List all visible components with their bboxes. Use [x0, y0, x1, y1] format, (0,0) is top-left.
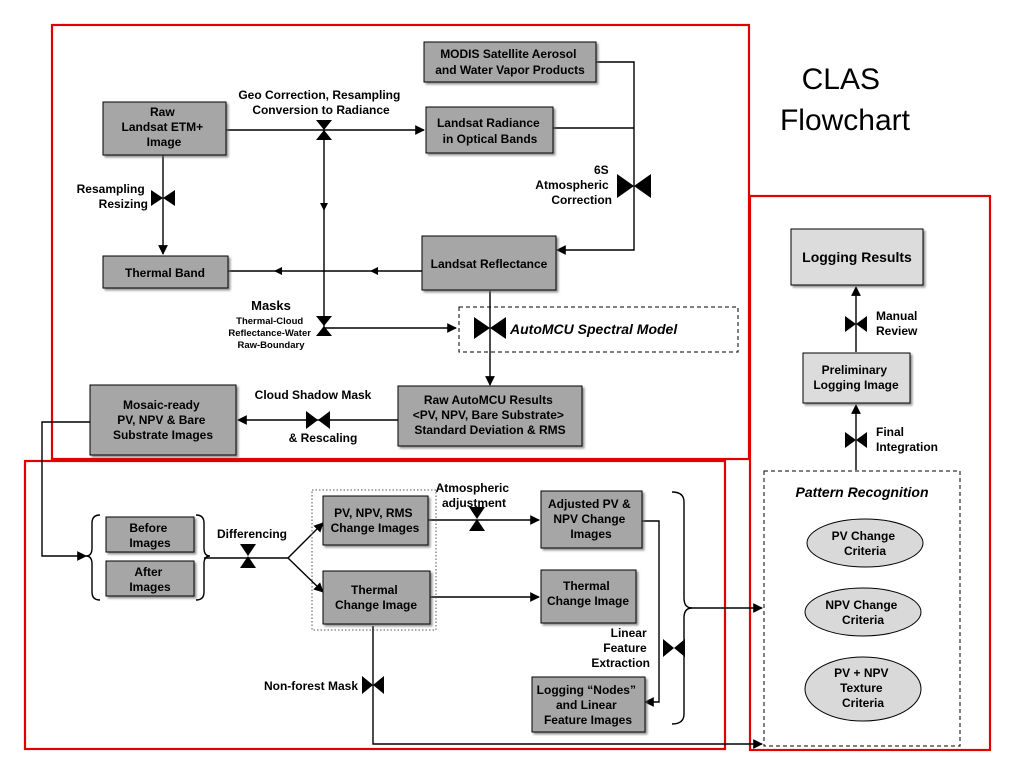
resampling-valve — [151, 190, 175, 206]
pv-change-criteria: PV Change Criteria — [806, 518, 924, 568]
landsat-radiance-box: Landsat Radiance in Optical Bands — [425, 106, 554, 154]
change-images-group — [311, 489, 437, 631]
linear-feature-label: Linear Feature Extraction — [591, 626, 650, 670]
automcu-dashed-frame — [458, 306, 739, 353]
resampling-label: Resampling Resizing — [77, 182, 148, 211]
bowties — [151, 120, 867, 694]
atm-adjust-valve — [469, 507, 485, 531]
masks-valve — [316, 316, 332, 336]
thermal-band-box: Thermal Band — [102, 255, 229, 289]
nonforest-valve — [362, 676, 384, 694]
rescaling-label: & Rescaling — [289, 431, 358, 445]
automcu-valve — [474, 317, 506, 339]
modis-box: MODIS Satellite Aerosol and Water Vapor … — [423, 41, 597, 83]
raw-landsat-box: Raw Landsat ETM+ Image — [102, 101, 227, 156]
cloud-shadow-valve — [306, 411, 330, 429]
before-images-box: Before Images — [105, 516, 195, 553]
svg-text:MODIS Satellite Aerosol: MODIS Satellite Aerosol and Water Vapor … — [435, 47, 585, 77]
linear-feature-valve — [663, 639, 685, 657]
final-integration-label: Final Integration — [876, 425, 938, 454]
connectors — [41, 61, 861, 749]
pattern-region — [748, 194, 992, 752]
svg-text:Mosaic-ready PV, NPV & B: Mosaic-ready PV, NPV & Bare Substrate Im… — [113, 398, 213, 442]
cloud-shadow-label: Cloud Shadow Mask — [255, 388, 372, 402]
preliminary-logging-box: Preliminary Logging Image — [802, 352, 911, 404]
geo-correction-label: Geo Correction, Resampling Conversion to… — [238, 88, 403, 117]
thermal-change-out-box: Thermal Change Image — [540, 569, 637, 624]
svg-text:AutoMCU Spectral Model: AutoMCU Spectral Model — [509, 321, 678, 337]
svg-text:Adjusted PV & NPV Change: Adjusted PV & NPV Change Images — [548, 497, 634, 541]
manual-review-label: Manual Review — [876, 309, 921, 338]
svg-text:Thermal Change Image: Thermal Change Image — [335, 583, 417, 612]
svg-text:Thermal Band: Thermal Band — [125, 266, 205, 280]
pv-npv-rms-box: PV, NPV, RMS Change Images — [322, 495, 429, 546]
masks-label: Thermal-Cloud Reflectance-Water Raw-Boun… — [228, 316, 313, 351]
sixs-valve — [617, 174, 651, 198]
pattern-recognition-title: Pattern Recognition — [795, 484, 928, 500]
landsat-reflectance-box: Landsat Reflectance — [421, 235, 557, 291]
svg-text:After Images: After Images — [129, 565, 171, 594]
braces — [85, 491, 693, 725]
svg-text:NPV Change Criteria: NPV Change Criteria — [825, 598, 900, 627]
svg-text:Before Images: Before Images — [129, 521, 171, 550]
atmospheric-adjustment-label: Atmospheric adjustment — [436, 481, 513, 510]
svg-text:PV Change Criteria: PV Change Criteria — [832, 529, 899, 558]
svg-text:PV + NPV Texture C: PV + NPV Texture Criteria — [834, 666, 892, 710]
flowchart-title: CLAS Flowchart — [780, 63, 911, 137]
masks-title: Masks — [251, 298, 291, 313]
final-integration-valve — [845, 432, 867, 448]
pattern-recognition-frame — [763, 470, 961, 747]
svg-text:Raw AutoMCU Results <PV,: Raw AutoMCU Results <PV, NPV, Bare Subst… — [413, 393, 568, 437]
svg-text:Logging “Nodes” and Line: Logging “Nodes” and Linear Feature Image… — [537, 683, 640, 727]
geo-correction-valve — [316, 120, 332, 140]
npv-change-criteria: NPV Change Criteria — [804, 587, 922, 637]
adjusted-pv-npv-box: Adjusted PV & NPV Change Images — [540, 490, 643, 549]
svg-text:Thermal Change Image: Thermal Change Image — [547, 579, 629, 608]
thermal-change-box: Thermal Change Image — [322, 570, 431, 625]
svg-text:Preliminary Logging Imag: Preliminary Logging Image — [813, 363, 899, 392]
svg-text:Logging Results: Logging Results — [802, 249, 912, 265]
change-detection-region — [23, 459, 727, 751]
svg-text:Landsat Reflectance: Landsat Reflectance — [431, 257, 548, 271]
automcu-spectral-model: AutoMCU Spectral Model — [509, 321, 678, 337]
differencing-valve — [240, 544, 256, 568]
manual-review-valve — [845, 316, 867, 332]
svg-text:PV, NPV, RMS Change Imag: PV, NPV, RMS Change Images — [331, 506, 420, 535]
logging-results-box: Logging Results — [790, 228, 924, 286]
differencing-label: Differencing — [217, 527, 287, 541]
mosaic-ready-box: Mosaic-ready PV, NPV & Bare Substrate Im… — [89, 384, 237, 456]
pv-npv-texture-criteria: PV + NPV Texture Criteria — [804, 656, 922, 722]
nonforest-mask-label: Non-forest Mask — [264, 679, 358, 693]
after-images-box: After Images — [105, 560, 195, 597]
logging-nodes-box: Logging “Nodes” and Linear Feature Image… — [531, 676, 646, 733]
svg-text:Raw Landsat ETM+ I: Raw Landsat ETM+ Image — [121, 105, 206, 149]
raw-automcu-box: Raw AutoMCU Results <PV, NPV, Bare Subst… — [397, 385, 583, 447]
svg-text:Landsat Radiance in Opti: Landsat Radiance in Optical Bands — [437, 116, 543, 146]
svg-text:Pattern Recognition: Pattern Recognition — [795, 484, 928, 500]
sixs-label: 6S Atmospheric Correction — [535, 163, 612, 207]
